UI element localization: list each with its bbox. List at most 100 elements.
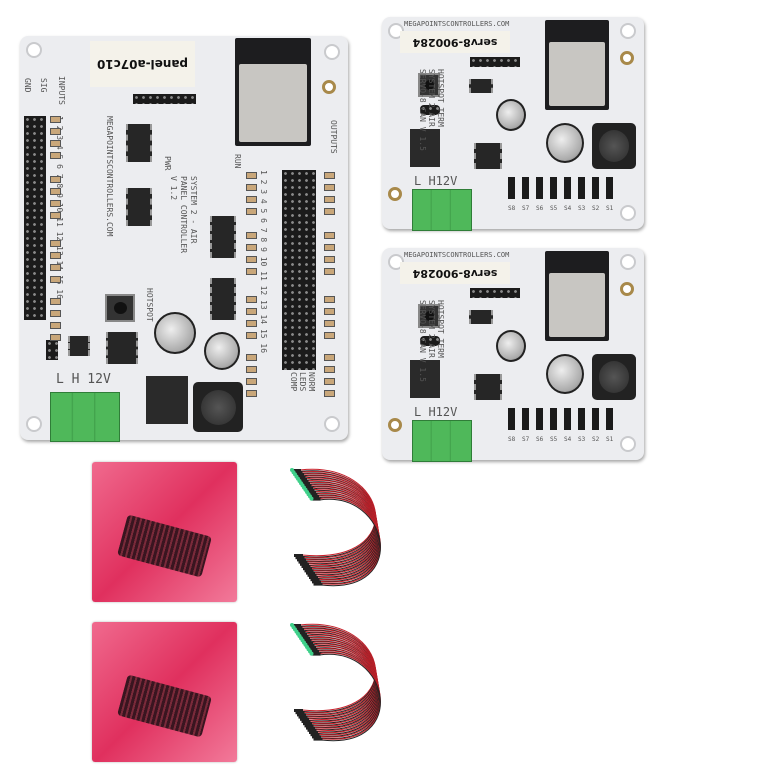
power-terminal-block[interactable] [412,420,472,462]
connector [312,735,321,739]
connector [294,554,303,557]
connector [303,567,312,571]
connector [309,576,318,579]
header-labels: NORM LEDS COMP [289,372,316,391]
mounting-hole [26,416,42,432]
mounting-hole [324,44,340,60]
ic-chip [210,278,236,320]
smd-resistor [246,390,257,397]
power-label: L H12V [414,405,458,419]
smd-resistor [50,116,61,123]
smd-resistor [246,366,257,373]
esp32-module [545,20,609,110]
ic-chip [126,188,152,226]
push-button[interactable] [418,73,440,97]
smd-resistor [324,184,335,191]
mounting-hole [388,187,402,201]
connector [304,724,314,728]
push-button[interactable] [105,294,135,322]
connector [299,635,309,638]
bridge-rectifier [474,143,502,169]
servo-label: S2 [592,436,600,443]
connector [297,713,306,717]
title-line: V 1.2 [169,176,178,201]
mounting-hole [26,42,42,58]
connector [301,565,311,568]
power-terminal-block[interactable] [50,392,120,442]
smd-resistor [324,308,335,315]
connector [292,624,301,627]
connector [304,486,313,490]
capacitor [154,312,196,354]
smd-resistor [50,176,61,183]
connector [303,722,312,726]
connector [295,556,305,560]
board-id-label: serv8-900284 [400,262,510,284]
smd-resistor [50,298,61,305]
smd-resistor [246,232,257,239]
connector [310,650,319,654]
servo-label: S6 [536,436,544,443]
connector [296,630,306,634]
inductor [193,382,243,432]
connector [301,720,311,723]
connector [292,469,301,472]
board-title: HOTSPOT TERM SYSTEM 2 AIR SERVO-8 CAN V … [418,300,445,382]
title-line: PANEL CONTROLLER [179,176,188,254]
connector [300,562,309,566]
output-pin-header [282,170,316,370]
board-id-label: serv8-900284 [400,31,510,53]
connector [306,726,315,730]
smd-resistor [324,268,335,275]
connector [307,491,316,494]
servo-controller-board: MEGAPOINTSCONTROLLERS.COM serv8-900284 L… [382,248,644,462]
smd-resistor [324,320,335,327]
output-numbers: 1 2 3 4 5 6 7 8 9 10 11 12 13 14 15 16 [259,170,268,354]
smd-resistor [246,184,257,191]
connector [305,488,315,492]
power-terminal-block[interactable] [412,189,472,231]
capacitor [496,330,526,362]
ic-chip [469,79,493,93]
servo-label: S1 [606,436,614,443]
voltage-regulator [146,376,188,424]
servo-pin-headers [508,177,618,199]
run-label: RUN [233,154,242,169]
mounting-hole [620,282,634,296]
website-text: MEGAPOINTSCONTROLLERS.COM [105,116,114,237]
jumper [46,340,58,360]
servo-label: S3 [578,436,586,443]
smd-resistor [50,322,61,329]
panel-controller-board: panel-a07c10 L H 12V INPUTS SIG GND 1 2 … [20,36,348,442]
leds-label: LEDS [298,372,307,392]
smd-resistor [246,296,257,303]
smd-resistor [246,244,257,251]
connector [293,471,303,475]
smd-resistor [50,200,61,207]
servo-label: S3 [578,205,586,212]
smd-resistor [246,320,257,327]
connector [305,643,315,647]
ic-chip [210,216,236,258]
smd-resistor [50,264,61,271]
led-cable-bundle [290,623,381,742]
smd-resistor [50,334,61,341]
ic-chip [469,310,493,324]
title-line: SYSTEM 2 AIR [427,300,436,358]
title-line: SERVO-8 CAN V 1.5 [418,69,427,151]
mounting-hole [620,436,636,452]
board-id-label: panel-a07c10 [90,41,195,87]
connector [306,571,315,575]
connector [294,709,303,712]
smd-resistor [50,276,61,283]
connector [297,558,306,562]
connector [296,475,306,479]
mounting-hole [620,205,636,221]
mounting-hole [620,23,636,39]
comp-label: COMP [289,372,298,392]
smd-resistor [324,378,335,385]
connector [311,652,321,656]
servo-label: S2 [592,205,600,212]
push-button[interactable] [418,304,440,328]
